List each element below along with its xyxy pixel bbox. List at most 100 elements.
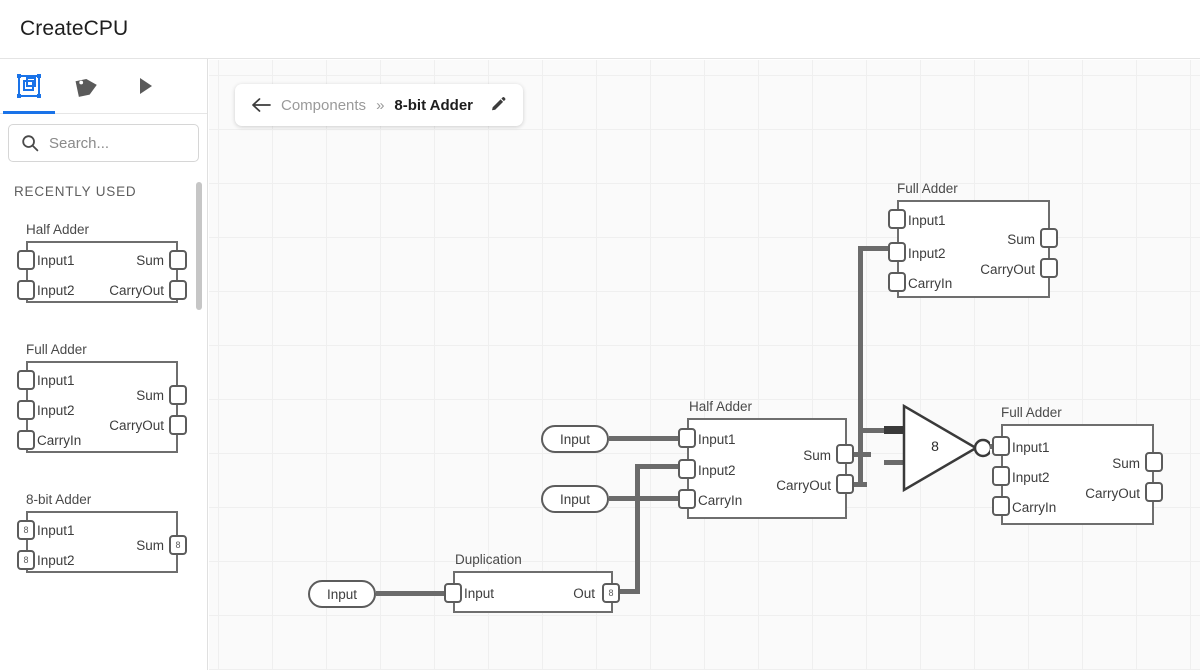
pin-carryout[interactable] bbox=[1145, 482, 1163, 502]
pin-sum[interactable] bbox=[836, 444, 854, 464]
component-body[interactable] bbox=[453, 571, 613, 613]
component-body[interactable] bbox=[897, 200, 1050, 298]
search-container bbox=[0, 114, 207, 170]
tab-tags[interactable] bbox=[58, 59, 116, 113]
breadcrumb: Components » 8-bit Adder bbox=[235, 84, 524, 126]
pin-carryin[interactable] bbox=[678, 489, 696, 509]
pin-bus-width-input2: 8 bbox=[23, 555, 29, 565]
pin-input2[interactable] bbox=[992, 466, 1010, 486]
wire-halfadder-carryout-stub bbox=[843, 482, 867, 487]
app-title: CreateCPU bbox=[20, 17, 129, 40]
pin-sum[interactable] bbox=[169, 250, 187, 270]
pin-label-sum: Sum bbox=[136, 388, 164, 403]
palette-item-body[interactable] bbox=[26, 241, 178, 303]
sidebar: RECENTLY USED Half Adder Input1 Input2 S… bbox=[0, 59, 208, 670]
pin-carryin[interactable] bbox=[17, 430, 35, 450]
pin-label-input1: Input1 bbox=[37, 373, 75, 388]
search-box[interactable] bbox=[8, 124, 199, 162]
pin-input1[interactable] bbox=[17, 250, 35, 270]
breadcrumb-current: 8-bit Adder bbox=[394, 96, 474, 114]
pin-label-carryin: CarryIn bbox=[908, 276, 953, 291]
pin-label-input1: Input1 bbox=[908, 213, 946, 228]
pin-label-input1: Input1 bbox=[1012, 440, 1050, 455]
sidebar-scrollbar-thumb[interactable] bbox=[196, 182, 202, 310]
tab-run[interactable] bbox=[116, 59, 174, 113]
pin-label-carryin: CarryIn bbox=[37, 433, 82, 448]
wire-input3-duplication bbox=[376, 591, 452, 596]
pin-carryin[interactable] bbox=[888, 272, 906, 292]
canvas-content: Full Adder Input1 Input2 CarryIn Sum Car… bbox=[209, 60, 1200, 670]
pin-sum[interactable] bbox=[1040, 228, 1058, 248]
pin-label-carryin: CarryIn bbox=[1012, 500, 1057, 515]
pin-label-carryout: CarryOut bbox=[776, 478, 831, 493]
schematic-canvas[interactable]: Full Adder Input1 Input2 CarryIn Sum Car… bbox=[209, 60, 1200, 670]
pin-carryout[interactable] bbox=[1040, 258, 1058, 278]
pin-label-sum: Sum bbox=[136, 538, 164, 553]
pin-input1[interactable] bbox=[992, 436, 1010, 456]
pin-input2[interactable] bbox=[17, 400, 35, 420]
play-icon bbox=[140, 78, 152, 94]
pin-label-input1: Input1 bbox=[37, 523, 75, 538]
pin-input1[interactable] bbox=[17, 370, 35, 390]
pin-label-out: Out bbox=[573, 586, 595, 601]
pin-input1[interactable] bbox=[888, 209, 906, 229]
breadcrumb-separator: » bbox=[376, 96, 385, 114]
pin-sum[interactable] bbox=[1145, 452, 1163, 472]
pin-carryin[interactable] bbox=[992, 496, 1010, 516]
palette-item-body[interactable] bbox=[26, 511, 178, 573]
io-pill-input-3[interactable]: Input bbox=[308, 580, 376, 608]
pin-carryout[interactable] bbox=[169, 280, 187, 300]
wire-input2-halfadder-carryin bbox=[609, 496, 687, 501]
component-title: Full Adder bbox=[1001, 405, 1062, 420]
pin-label-sum: Sum bbox=[1112, 456, 1140, 471]
wire-dup-out-h2 bbox=[635, 464, 687, 469]
pin-input[interactable] bbox=[444, 583, 462, 603]
pin-label-input2: Input2 bbox=[37, 283, 75, 298]
pin-label-input: Input bbox=[464, 586, 495, 601]
pin-label-carryout: CarryOut bbox=[109, 418, 164, 433]
pin-input2[interactable] bbox=[888, 242, 906, 262]
wire-riser-vertical bbox=[858, 246, 863, 486]
arrow-left-icon[interactable] bbox=[251, 97, 271, 113]
pencil-icon[interactable] bbox=[489, 96, 507, 114]
component-palette: Half Adder Input1 Input2 Sum CarryOut Fu… bbox=[0, 199, 207, 629]
pin-carryout[interactable] bbox=[169, 415, 187, 435]
wire-dup-out-v bbox=[635, 464, 640, 594]
pin-label-input2: Input2 bbox=[37, 403, 75, 418]
pin-label-carryout: CarryOut bbox=[1085, 486, 1140, 501]
pin-carryout[interactable] bbox=[836, 474, 854, 494]
pin-sum[interactable] bbox=[169, 385, 187, 405]
io-pill-input-1[interactable]: Input bbox=[541, 425, 609, 453]
wire-dup-out-h1 bbox=[612, 589, 640, 594]
pin-label-input2: Input2 bbox=[908, 246, 946, 261]
pin-input1[interactable] bbox=[17, 520, 35, 540]
pin-label-input2: Input2 bbox=[698, 463, 736, 478]
tab-components[interactable] bbox=[0, 59, 58, 114]
pin-input1[interactable] bbox=[678, 428, 696, 448]
pin-label-input1: Input1 bbox=[698, 432, 736, 447]
pin-label-input1: Input1 bbox=[37, 253, 75, 268]
pin-label-sum: Sum bbox=[136, 253, 164, 268]
palette-item-title: 8-bit Adder bbox=[26, 492, 92, 507]
breadcrumb-parent[interactable]: Components bbox=[281, 96, 367, 114]
component-title: Duplication bbox=[455, 552, 522, 567]
wire-riser-to-fulladder-input2 bbox=[858, 246, 898, 251]
palette-item-body[interactable] bbox=[26, 361, 178, 453]
wire-merge-input-lower bbox=[884, 460, 908, 465]
pin-input2[interactable] bbox=[17, 280, 35, 300]
section-label-recently-used: RECENTLY USED bbox=[14, 184, 137, 199]
palette-item-title: Full Adder bbox=[26, 342, 87, 357]
search-input[interactable] bbox=[49, 134, 179, 152]
io-pill-input-2[interactable]: Input bbox=[541, 485, 609, 513]
pin-input2[interactable] bbox=[17, 550, 35, 570]
palette-item-title: Half Adder bbox=[26, 222, 90, 237]
pin-bus-width-out: 8 bbox=[608, 588, 614, 598]
pin-bus-width-sum: 8 bbox=[175, 540, 181, 550]
top-bar: CreateCPU bbox=[0, 0, 1200, 59]
pin-input2[interactable] bbox=[678, 459, 696, 479]
pin-out[interactable] bbox=[602, 583, 620, 603]
search-icon bbox=[22, 135, 39, 152]
pin-sum[interactable] bbox=[169, 535, 187, 555]
component-body[interactable] bbox=[687, 418, 847, 519]
